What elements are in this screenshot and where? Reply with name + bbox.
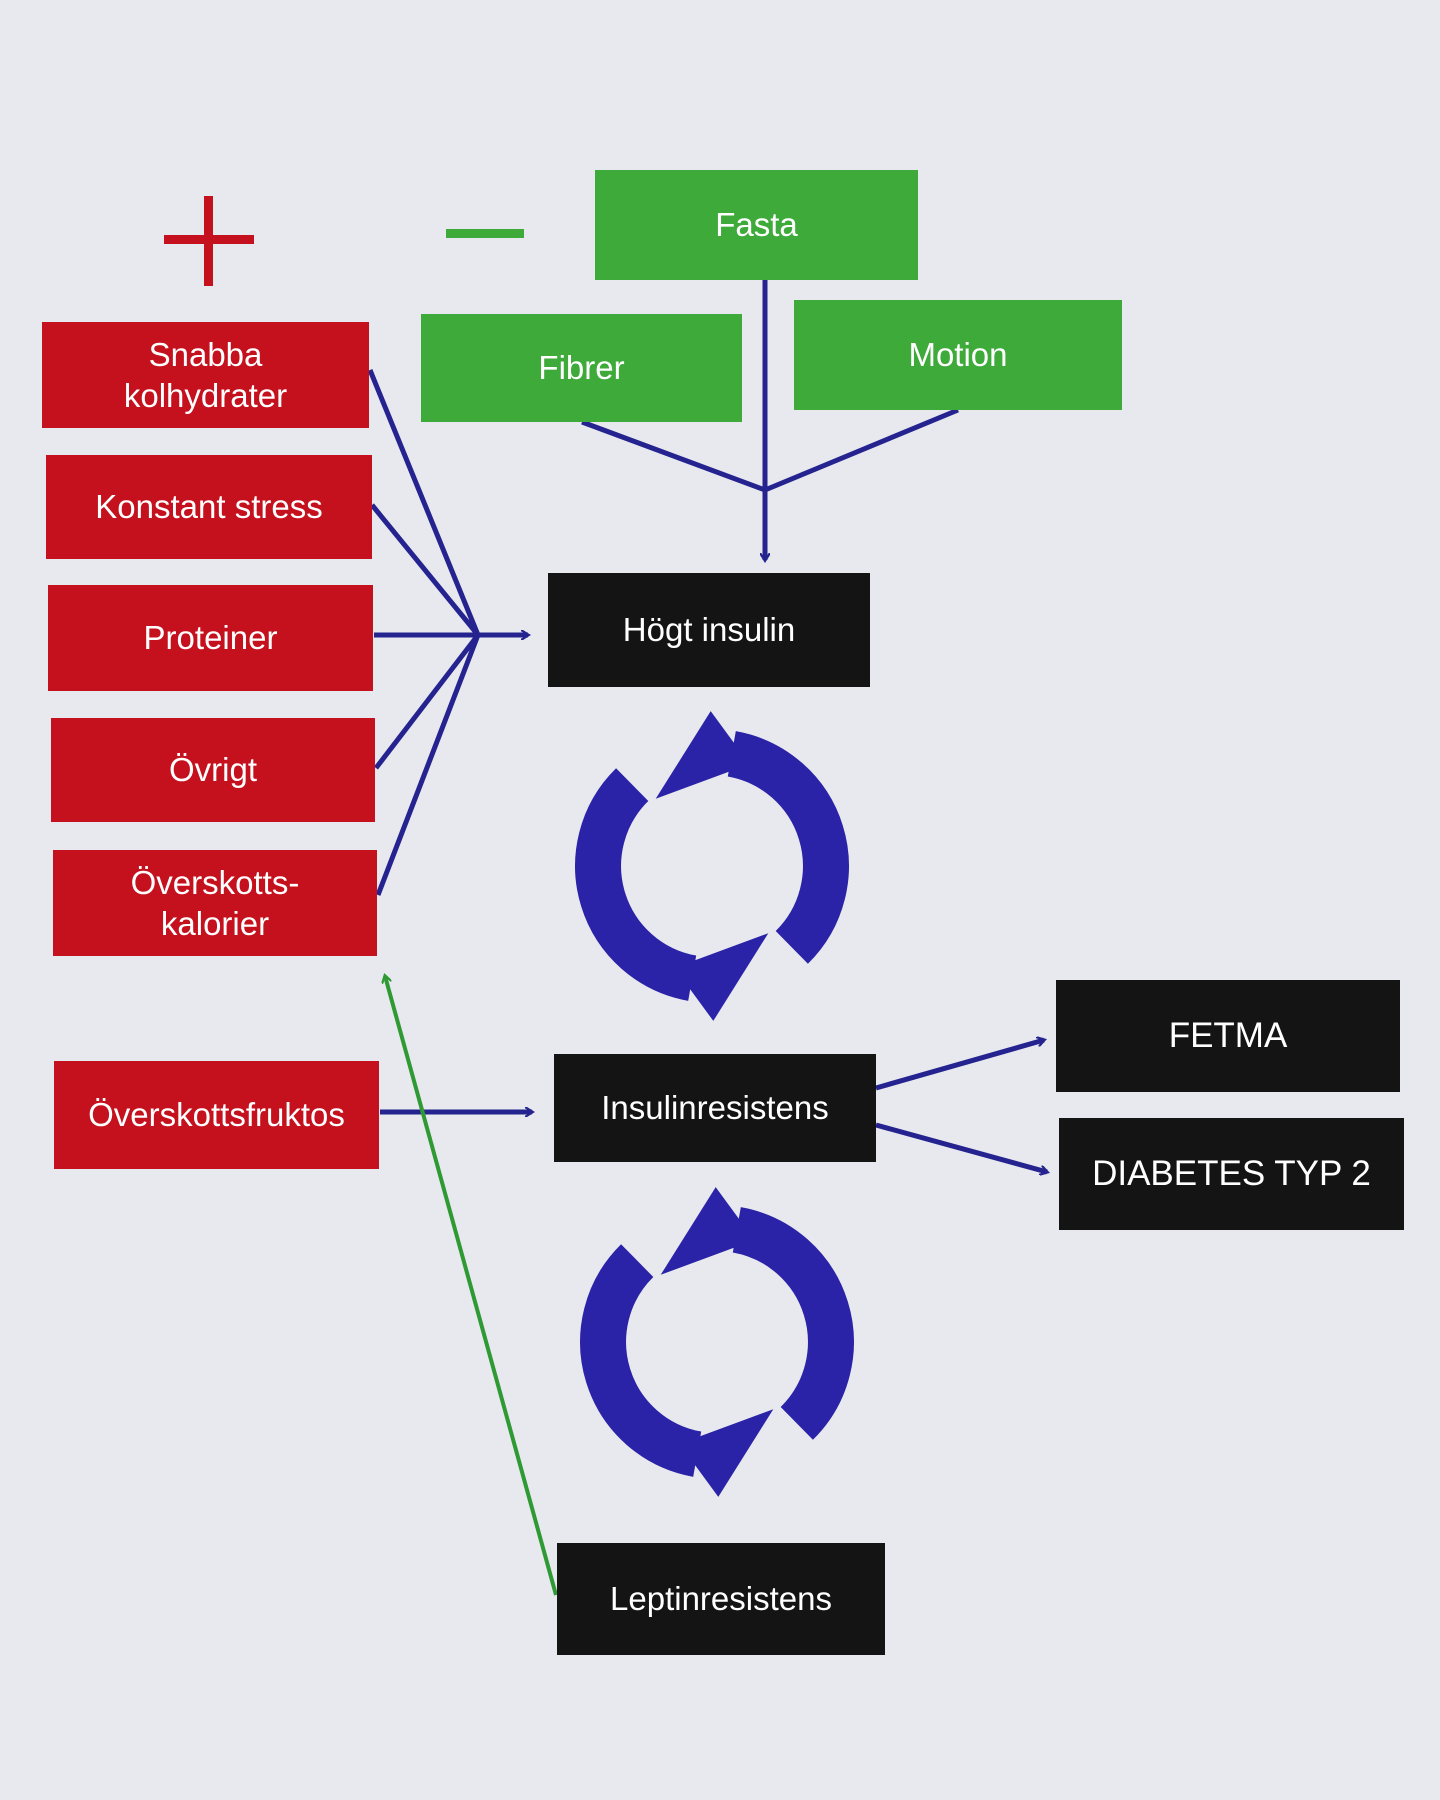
- arrow-to-diabetes: [875, 1122, 1047, 1172]
- line-ovrigt: [374, 633, 480, 770]
- fetma-label: FETMA: [1168, 1016, 1288, 1056]
- proteiner-box: Proteiner: [48, 585, 373, 691]
- proteiner-label: Proteiner: [143, 619, 278, 657]
- snabba-kolhydrater-box: Snabba kolhydrater: [42, 322, 369, 428]
- line-fibrer: [581, 419, 766, 493]
- diabetes-label: DIABETES TYP 2: [1092, 1154, 1371, 1194]
- konstant-stress-label: Konstant stress: [95, 488, 323, 526]
- leptinresistens-box: Leptinresistens: [557, 1543, 885, 1655]
- arrow-leptin-to-kalorier: [385, 976, 558, 1596]
- fasta-label: Fasta: [715, 206, 798, 244]
- snabba-kolhydrater-label: Snabba kolhydrater: [123, 335, 288, 414]
- line-snabba: [367, 369, 481, 636]
- line-stress: [370, 503, 480, 637]
- overskottsfruktos-box: Överskottsfruktos: [54, 1061, 379, 1169]
- insulinresistens-label: Insulinresistens: [601, 1089, 829, 1127]
- reducer-to-insulin-lines: [581, 278, 959, 560]
- factor-to-insulin-lines: [367, 369, 528, 896]
- line-kalorier: [375, 634, 481, 896]
- hogt-insulin-label: Högt insulin: [622, 611, 796, 649]
- overskottskalorier-box: Överskotts- kalorier: [53, 850, 377, 956]
- overskottsfruktos-label: Överskottsfruktos: [88, 1096, 345, 1134]
- fetma-box: FETMA: [1056, 980, 1400, 1092]
- cycle-icon-bottom: [580, 1187, 854, 1497]
- fibrer-box: Fibrer: [421, 314, 742, 422]
- cycle-icon-top: [575, 711, 849, 1021]
- leptinresistens-label: Leptinresistens: [610, 1580, 832, 1618]
- ovrigt-box: Övrigt: [51, 718, 375, 822]
- minus-sign: —: [446, 229, 524, 238]
- insulinresistens-box: Insulinresistens: [554, 1054, 876, 1162]
- hogt-insulin-box: Högt insulin: [548, 573, 870, 687]
- konstant-stress-box: Konstant stress: [46, 455, 372, 559]
- line-motion: [764, 407, 959, 493]
- ovrigt-label: Övrigt: [168, 751, 257, 789]
- diabetes-box: DIABETES TYP 2: [1059, 1118, 1404, 1230]
- overskottskalorier-label: Överskotts- kalorier: [130, 863, 300, 942]
- fibrer-label: Fibrer: [538, 349, 625, 387]
- motion-box: Motion: [794, 300, 1122, 410]
- fasta-box: Fasta: [595, 170, 918, 280]
- arrow-to-fetma: [875, 1040, 1044, 1091]
- motion-label: Motion: [908, 336, 1008, 374]
- plus-sign: +: [164, 196, 254, 286]
